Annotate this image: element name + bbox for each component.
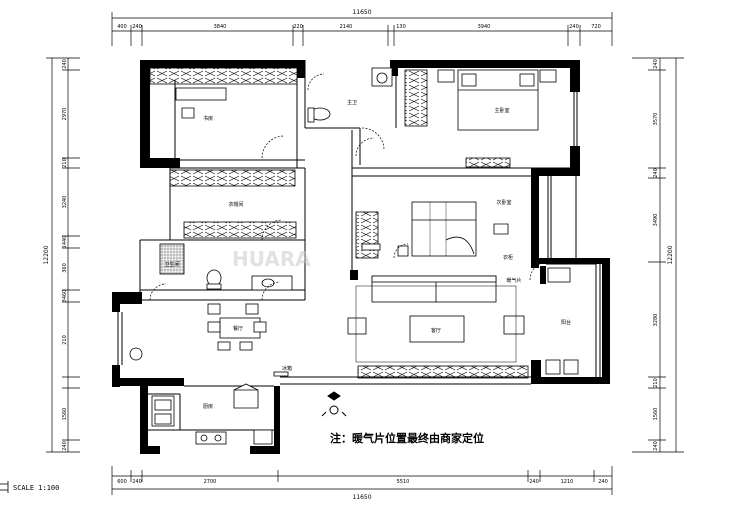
- walls: [112, 60, 610, 454]
- armchair: [347, 317, 367, 335]
- plant: [129, 347, 143, 361]
- dim-right-seg: 3570: [653, 113, 659, 126]
- dim-right-seg: 240: [653, 441, 659, 451]
- dim-left-seg: 3240: [62, 196, 68, 209]
- scale-indicator: SCALE 1:100: [0, 481, 59, 493]
- dim-top-total: 11650: [352, 9, 371, 16]
- label-fridge: 冰箱: [282, 365, 292, 372]
- dim-bottom-seg: 5510: [397, 479, 410, 485]
- label-balcony: 阳台: [561, 319, 571, 326]
- scale-label: SCALE 1:100: [13, 484, 59, 492]
- rug: [355, 285, 517, 363]
- dim-left-seg: 2970: [62, 108, 68, 121]
- label-wardrobe: 衣柜: [503, 254, 513, 261]
- dim-left-seg: 1440: [62, 236, 68, 249]
- dim-left-seg: 1560: [62, 408, 68, 421]
- dim-top-seg: 400: [117, 24, 127, 30]
- heater-note: 注：暖气片位置最终由商家定位: [330, 431, 484, 445]
- dim-bottom-seg: 1210: [561, 479, 574, 485]
- dim-left-total: 12200: [43, 245, 50, 264]
- dim-right-seg: 240: [653, 168, 659, 178]
- dim-right-seg: 210: [653, 378, 659, 388]
- second-bed: [411, 201, 477, 257]
- dim-right-total: 12200: [667, 245, 674, 264]
- stove: [195, 431, 227, 445]
- dim-top-seg: 240: [132, 24, 142, 30]
- dim-bottom-seg: 240: [132, 479, 142, 485]
- armchair: [503, 315, 525, 335]
- dim-right-seg: 1560: [653, 408, 659, 421]
- coffee-table: [409, 315, 465, 343]
- label-study: 书房: [203, 115, 213, 122]
- dim-left-seg: 240: [62, 59, 68, 69]
- study-desk: [175, 87, 227, 101]
- dim-bottom-seg: 600: [117, 479, 127, 485]
- dimension-labels: 11650 400 240 3840 220 2140 130 3940 240…: [43, 9, 674, 501]
- door-swings: [149, 73, 549, 301]
- label-living: 客厅: [431, 327, 441, 334]
- dim-left-seg: 210: [62, 335, 68, 345]
- study-chair: [181, 107, 195, 119]
- dim-bottom-seg: 240: [529, 479, 539, 485]
- label-second-bedroom: 次卧室: [496, 199, 511, 206]
- dim-top-seg: 3840: [214, 24, 227, 30]
- entrance-arrow-icon: [321, 391, 347, 417]
- dim-right-seg: 240: [653, 59, 659, 69]
- kitchen-table: [233, 383, 259, 409]
- dim-top-seg: 720: [591, 24, 601, 30]
- label-bathroom: 卫生间: [164, 261, 179, 268]
- label-heater: 暖气片: [506, 277, 521, 284]
- second-bedroom-chair: [493, 223, 509, 235]
- dim-top-seg: 2140: [340, 24, 353, 30]
- dim-top-seg: 220: [293, 24, 303, 30]
- fridge: [253, 429, 273, 445]
- furniture: [129, 67, 579, 445]
- room-labels: 书房 主卫 主卧室 衣帽间 次卧室 卫生间 餐厅 客厅 阳台 厨房 暖气片 衣柜…: [164, 99, 571, 410]
- label-master-bedroom: 主卧室: [494, 107, 509, 114]
- label-dining: 餐厅: [233, 325, 243, 332]
- dim-right-seg: 3280: [653, 314, 659, 327]
- label-kitchen: 厨房: [203, 403, 213, 410]
- label-cloakroom: 衣帽间: [228, 201, 243, 208]
- dim-top-seg: 130: [396, 24, 406, 30]
- dim-bottom-seg: 2700: [204, 479, 217, 485]
- dim-bottom-total: 11650: [352, 494, 371, 501]
- dim-left-seg: 240: [62, 441, 68, 451]
- dim-right-seg: 3490: [653, 214, 659, 227]
- dim-bottom-seg: 240: [598, 479, 608, 485]
- watermark: HUARA: [232, 247, 311, 271]
- dim-top-seg: 3940: [478, 24, 491, 30]
- dim-left-seg: 210: [62, 158, 68, 168]
- label-master-bathroom: 主卫: [347, 99, 357, 106]
- dim-left-seg: 3460: [62, 290, 68, 303]
- dim-top-seg: 240: [569, 24, 579, 30]
- dimension-lines: [46, 12, 684, 495]
- washing-machine: [545, 359, 561, 375]
- dim-left-seg: 360: [62, 263, 68, 273]
- shower-tray: [159, 243, 185, 275]
